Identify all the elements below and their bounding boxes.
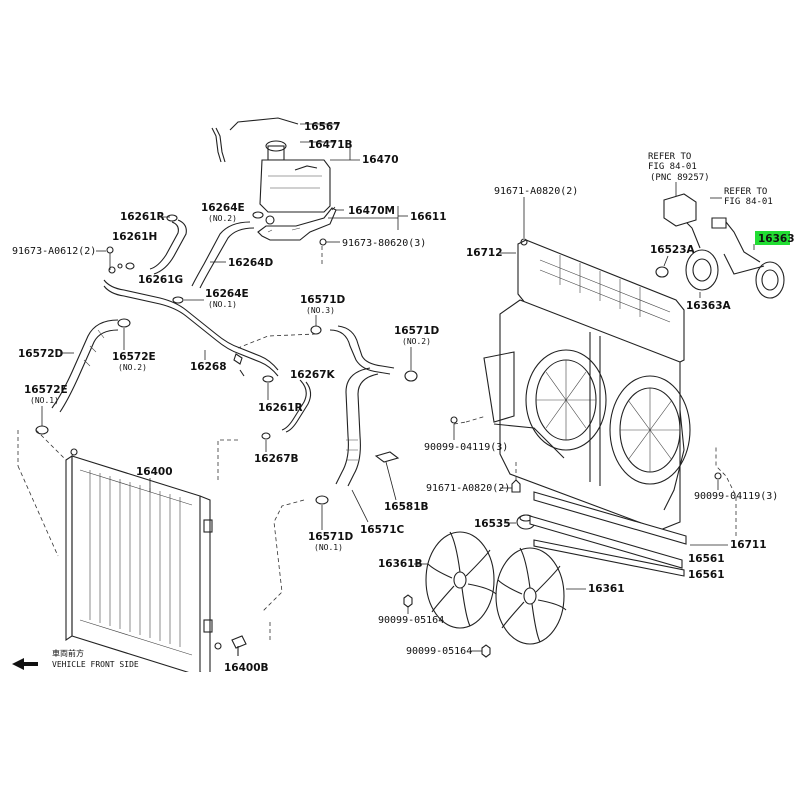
- fan-16361b[interactable]: [425, 531, 497, 629]
- part-label: (NO.2): [402, 337, 431, 346]
- fan-shroud-16711[interactable]: [483, 299, 691, 531]
- reference-note: FIG 84-01: [648, 162, 697, 172]
- part-label: 16535: [474, 518, 511, 530]
- part-label: (NO.1): [208, 300, 237, 309]
- part-label: 16571D: [394, 325, 440, 337]
- part-label: 16470: [362, 154, 399, 166]
- radiator-16400[interactable]: [65, 448, 213, 677]
- part-label: 91671-A0820(2): [426, 483, 510, 494]
- reference-note: REFER TO: [724, 187, 767, 197]
- part-label: 16361B: [378, 558, 423, 570]
- part-label: 16572D: [18, 348, 64, 360]
- part-label: 16267B: [254, 453, 299, 465]
- part-label: 16581B: [384, 501, 429, 513]
- seal-16561[interactable]: [529, 491, 687, 577]
- part-label: 16267K: [290, 369, 336, 381]
- part-label: (NO.1): [314, 543, 343, 552]
- reference-note: FIG 84-01: [724, 197, 773, 207]
- hose-16267k[interactable]: [281, 379, 312, 433]
- part-label: 16261R: [258, 402, 303, 414]
- part-label: 16571D: [308, 531, 354, 543]
- part-label: 16470M: [348, 205, 395, 217]
- part-label: 16561: [688, 569, 725, 581]
- shroud-seal-16712[interactable]: [517, 239, 685, 365]
- part-label: 16471B: [308, 139, 353, 151]
- part-label: (NO.2): [118, 363, 147, 372]
- part-label: 16561: [688, 553, 725, 565]
- clip-16581b[interactable]: [374, 451, 400, 463]
- part-label: (NO.3): [306, 306, 335, 315]
- part-label: 90099-05164: [406, 646, 472, 657]
- part-label: 16264E: [201, 202, 245, 214]
- part-label: (NO.2): [208, 214, 237, 223]
- motor-16363a[interactable]: [685, 221, 719, 291]
- highlighted-part-label[interactable]: 16363: [758, 233, 795, 245]
- part-label: 16361: [588, 583, 625, 595]
- clamp-16261r[interactable]: [166, 214, 178, 222]
- part-label: 16363A: [686, 300, 732, 312]
- part-label: 16572E: [112, 351, 156, 363]
- front-direction-jp: 車両前方: [52, 648, 84, 658]
- reservoir-tank[interactable]: [211, 117, 331, 225]
- part-label: 16400B: [224, 662, 269, 674]
- clamp-16572e-no1[interactable]: [35, 425, 49, 435]
- part-label: 16264E: [205, 288, 249, 300]
- bypass-pipe-16268[interactable]: [103, 263, 279, 377]
- reference-note: REFER TO: [648, 152, 691, 162]
- part-label: 16261R: [120, 211, 165, 223]
- hose-16572d[interactable]: [51, 319, 119, 413]
- reference-note: (PNC 89257): [650, 173, 710, 183]
- part-label: 90099-04119(3): [424, 442, 508, 453]
- part-label: 16611: [410, 211, 447, 223]
- nut-90099-05164[interactable]: [403, 594, 491, 658]
- clamp-16267b[interactable]: [261, 432, 271, 440]
- highlight-box: [755, 231, 790, 245]
- part-label: 91673-80620(3): [342, 238, 426, 249]
- bottom-margin: [0, 672, 798, 798]
- clamp-16571d-no2[interactable]: [404, 370, 418, 382]
- clamp-16261r-mid[interactable]: [262, 375, 274, 383]
- part-label: 16264D: [228, 257, 274, 269]
- part-label: 16261G: [138, 274, 183, 286]
- fan-16361[interactable]: [495, 547, 567, 645]
- part-label: 16571D: [300, 294, 346, 306]
- part-label: 16567: [304, 121, 341, 133]
- front-direction-en: VEHICLE FRONT SIDE: [52, 660, 139, 669]
- connector-pnc89257[interactable]: [663, 193, 697, 227]
- part-label: 90099-04119(3): [694, 491, 778, 502]
- part-label: 16711: [730, 539, 767, 551]
- part-label: 16712: [466, 247, 503, 259]
- hose-16264d[interactable]: [191, 221, 255, 289]
- part-label: 91673-A0612(2): [12, 246, 96, 257]
- hose-16261g[interactable]: [149, 219, 187, 275]
- hose-16571c[interactable]: [329, 325, 395, 487]
- clamp-16571d-no1[interactable]: [315, 495, 329, 505]
- part-label: 16572E: [24, 384, 68, 396]
- reservoir-bracket[interactable]: [257, 207, 337, 241]
- clamp-16571d-no3[interactable]: [310, 325, 322, 335]
- part-label: 16523A: [650, 244, 696, 256]
- drain-cock-16400b[interactable]: [214, 635, 247, 656]
- part-label: 91671-A0820(2): [494, 186, 578, 197]
- part-label: 16261H: [112, 231, 157, 243]
- part-label: 90099-05164: [378, 615, 444, 626]
- part-label: 16400: [136, 466, 173, 478]
- arrow-left-icon: [12, 658, 38, 670]
- part-label: 16268: [190, 361, 227, 373]
- clamp-16572e-no2[interactable]: [117, 318, 131, 328]
- grommet-16523a[interactable]: [655, 266, 669, 278]
- clamp-16264e[interactable]: [172, 211, 264, 304]
- motor-16363[interactable]: [711, 217, 785, 299]
- part-label: (NO.1): [30, 396, 59, 405]
- part-label: 16571C: [360, 524, 405, 536]
